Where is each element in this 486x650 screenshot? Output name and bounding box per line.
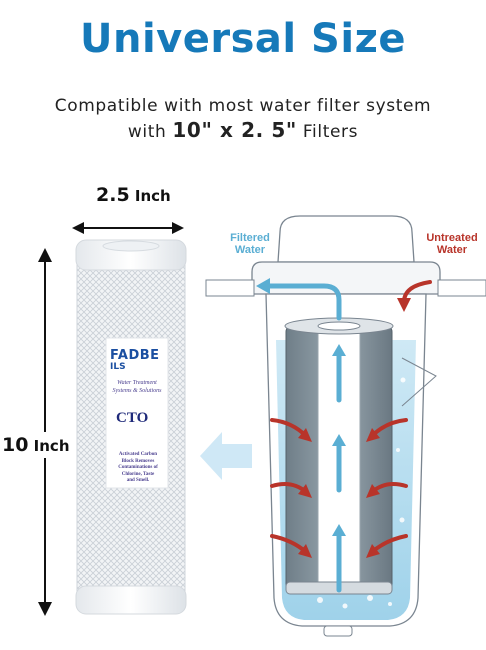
filtered-water-arrowheads bbox=[256, 278, 346, 536]
direction-arrow bbox=[200, 432, 252, 480]
subtitle-prefix: with bbox=[127, 122, 173, 142]
filter-cartridge bbox=[75, 239, 187, 615]
tagline-2: Systems & Solutions bbox=[112, 388, 162, 394]
desc-line-3: Contaminations of bbox=[118, 465, 158, 470]
tagline-1: Water Treatment bbox=[117, 380, 157, 386]
desc-line-4: Chlorine, Taste bbox=[121, 471, 155, 477]
untreated-water-arrowheads bbox=[298, 298, 411, 558]
desc-line-5: and Smell. bbox=[126, 478, 150, 483]
filter-size-text: 10" x 2. 5" bbox=[172, 118, 297, 142]
subtitle-line-1: Compatible with most water filter system bbox=[54, 96, 432, 116]
untreated-water-label: Untreated Water bbox=[420, 232, 484, 256]
width-dimension-arrow bbox=[72, 222, 184, 234]
subtitle-line-2: with 10" x 2. 5" Filters bbox=[0, 118, 486, 142]
width-dimension-label: 2.5 Inch bbox=[96, 184, 171, 206]
brand-line-1: FADBE bbox=[110, 348, 160, 363]
filtered-water-flow bbox=[265, 283, 342, 593]
desc-line-2: Block Removes bbox=[121, 458, 155, 464]
height-number: 10 bbox=[2, 434, 29, 456]
model-name: CTO bbox=[116, 410, 149, 426]
subtitle-suffix: Filters bbox=[296, 122, 359, 142]
width-unit: Inch bbox=[129, 187, 171, 205]
page-title: Universal Size bbox=[80, 16, 406, 62]
filtered-label-line-1: Filtered bbox=[230, 232, 270, 244]
untreated-label-line-1: Untreated bbox=[426, 232, 478, 244]
filtered-water-label: Filtered Water bbox=[222, 232, 278, 256]
brand-logo-line-2: ILS bbox=[110, 362, 126, 372]
width-number: 2.5 bbox=[96, 184, 130, 206]
height-unit: Inch bbox=[28, 437, 70, 455]
filtered-label-line-2: Water bbox=[234, 244, 266, 256]
desc-line-1: Activated Carbon bbox=[118, 452, 158, 457]
brand-logo: FADBE bbox=[110, 348, 160, 363]
filter-housing bbox=[205, 215, 486, 637]
height-dimension-label: 10 Inch bbox=[2, 432, 70, 458]
untreated-label-line-2: Water bbox=[436, 244, 468, 256]
filter-description: Activated Carbon Block Removes Contamina… bbox=[108, 452, 168, 485]
